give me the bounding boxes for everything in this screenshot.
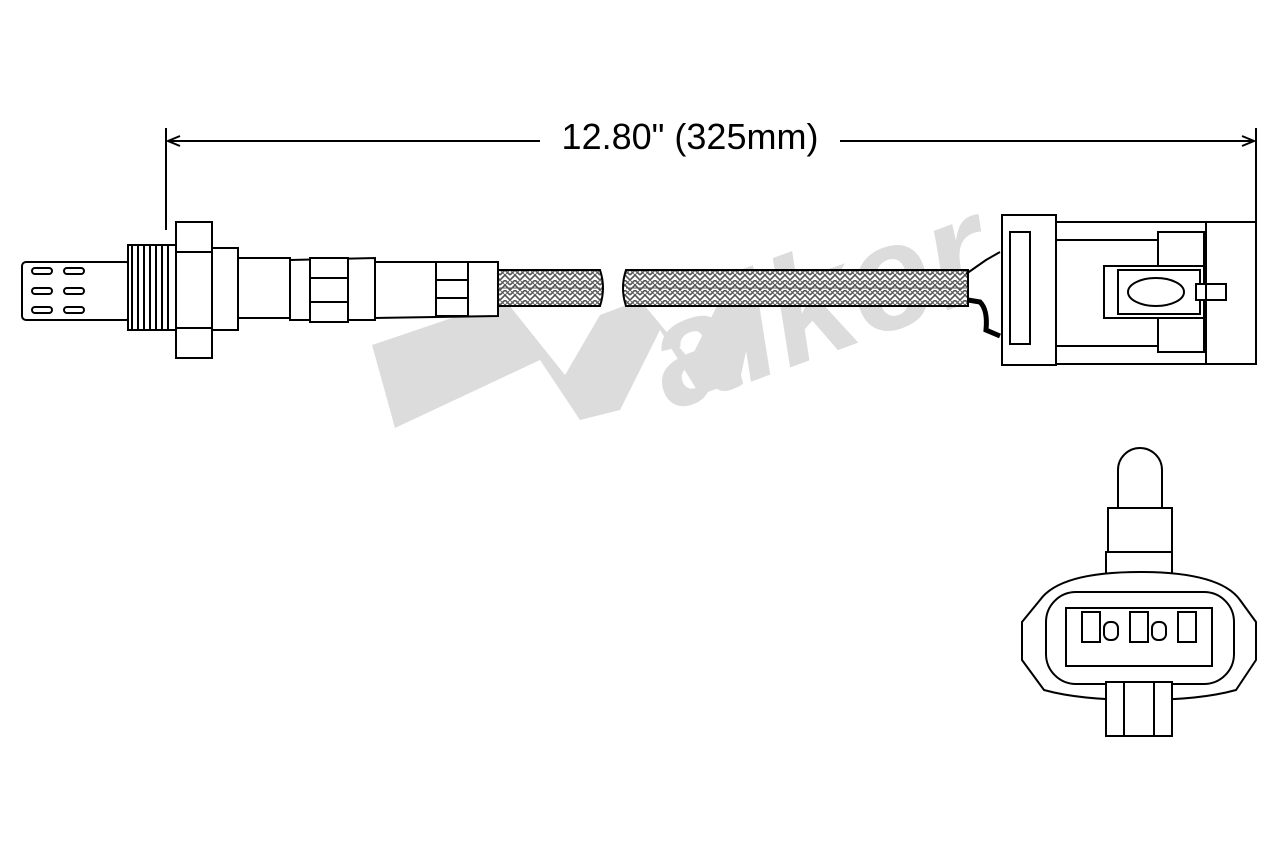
- sensor-hex-nut: [175, 221, 239, 359]
- dimension-line: [165, 128, 1257, 230]
- sensor-tip: [21, 261, 131, 321]
- sensor-thread: [127, 244, 179, 331]
- braided-cable: [497, 269, 969, 307]
- connector-end-view: [1021, 447, 1257, 737]
- connector-side-view: [1001, 214, 1257, 366]
- connector-wires: [965, 251, 1001, 339]
- sensor-body: [237, 256, 499, 323]
- dimension-label: 12.80" (325mm): [540, 112, 840, 162]
